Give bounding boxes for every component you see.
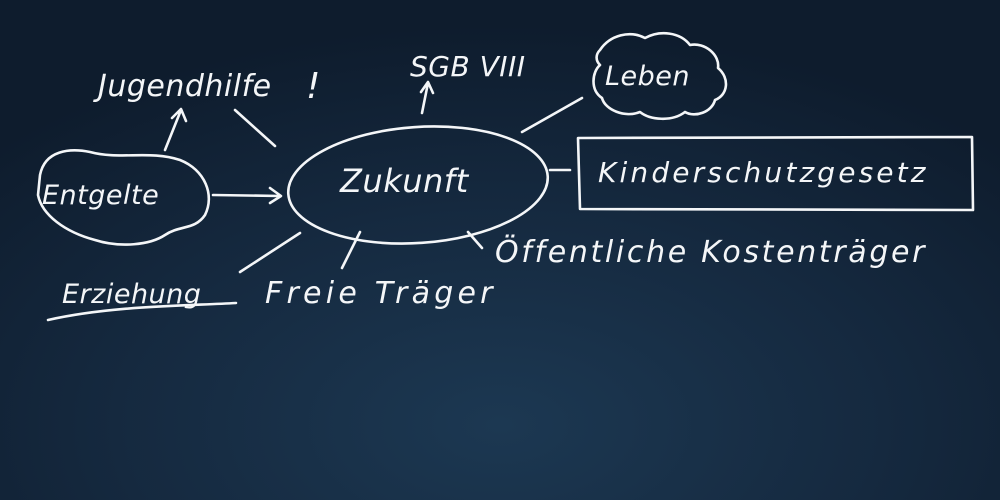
- label-oeffentliche: Öffentliche Kostenträger: [495, 234, 926, 270]
- line-freie: [340, 230, 362, 270]
- line-leben: [520, 96, 584, 134]
- line-oeffentliche: [466, 230, 484, 250]
- label-entgelte: Entgelte: [42, 180, 159, 211]
- line-jugendhilfe: [233, 108, 277, 148]
- label-kinderschutz: Kinderschutzgesetz: [598, 156, 927, 189]
- arrow-sgb: [419, 80, 435, 115]
- label-jugendhilfe: Jugendhilfe: [93, 69, 272, 104]
- kinderschutz-box: [576, 135, 975, 212]
- label-freie: Freie Träger: [265, 276, 494, 311]
- label-sgb: SGB VIII: [410, 50, 526, 83]
- erziehung-underline: [46, 301, 238, 322]
- center-ellipse: [286, 125, 550, 245]
- leben-cloud: [592, 31, 728, 121]
- label-zukunft: Zukunft: [339, 162, 470, 200]
- line-erziehung: [238, 231, 302, 274]
- label-leben: Leben: [605, 61, 690, 92]
- entgelte-blob: [36, 149, 211, 246]
- label-exclamation: !: [306, 66, 321, 107]
- arrow-entgelte-jugendhilfe: [163, 107, 188, 152]
- arrow-entgelte-zukunft: [211, 186, 283, 205]
- label-erziehung: Erziehung: [62, 279, 201, 310]
